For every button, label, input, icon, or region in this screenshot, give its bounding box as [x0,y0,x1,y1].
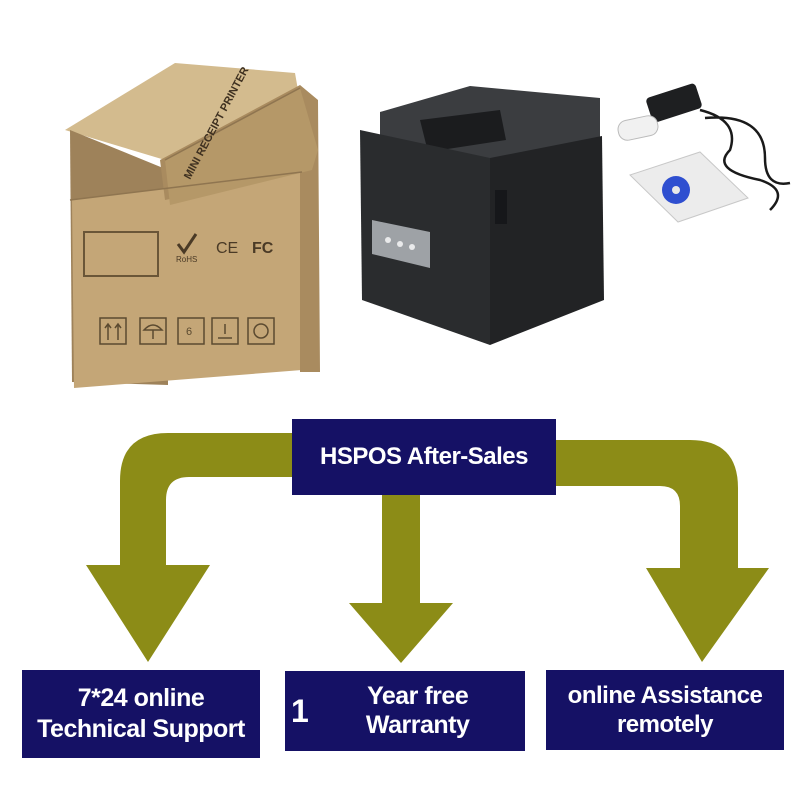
error-led-icon [397,241,403,247]
arrow-right [556,440,769,662]
cardboard-box: RoHS CE FC 6 MINI RECEIPT PRINTER [65,63,320,388]
printer-slot [420,110,506,152]
accessories [617,83,791,223]
stack-limit-icon [177,317,205,345]
flow-arrows [86,433,769,663]
svg-text:6: 6 [186,326,192,338]
power-adapter [646,83,702,123]
rohs-mark: RoHS [176,255,197,264]
warranty-years: 1 [291,692,309,729]
warranty-text: Year free Warranty [365,682,470,739]
recycle-icon [247,317,275,345]
box-label-area [83,231,159,277]
paper-roll [617,115,659,141]
fragile-icon [211,317,239,345]
box-front-face [72,172,302,388]
after-sales-title: HSPOS After-Sales [292,419,556,495]
umbrella-icon [139,317,167,345]
power-led-icon [385,237,391,243]
arrow-middle [349,495,453,663]
arrow-left [86,433,292,662]
fc-mark: FC [252,240,274,257]
box-upper-right [165,88,318,205]
check-mark-icon [176,233,198,255]
receipt-printer [360,86,604,345]
ce-mark: CE [216,240,238,257]
power-cable [699,108,791,211]
this-way-up-icon [99,317,127,345]
paper-led-icon [409,244,415,250]
remote-assistance-label: online Assistance remotely [546,670,784,750]
tech-support-label: 7*24 online Technical Support [22,670,260,758]
printer-side-handle [495,190,507,224]
printer-side [490,136,604,345]
warranty-label: 1 Year free Warranty [285,671,525,751]
handling-symbols: 6 [99,317,275,345]
